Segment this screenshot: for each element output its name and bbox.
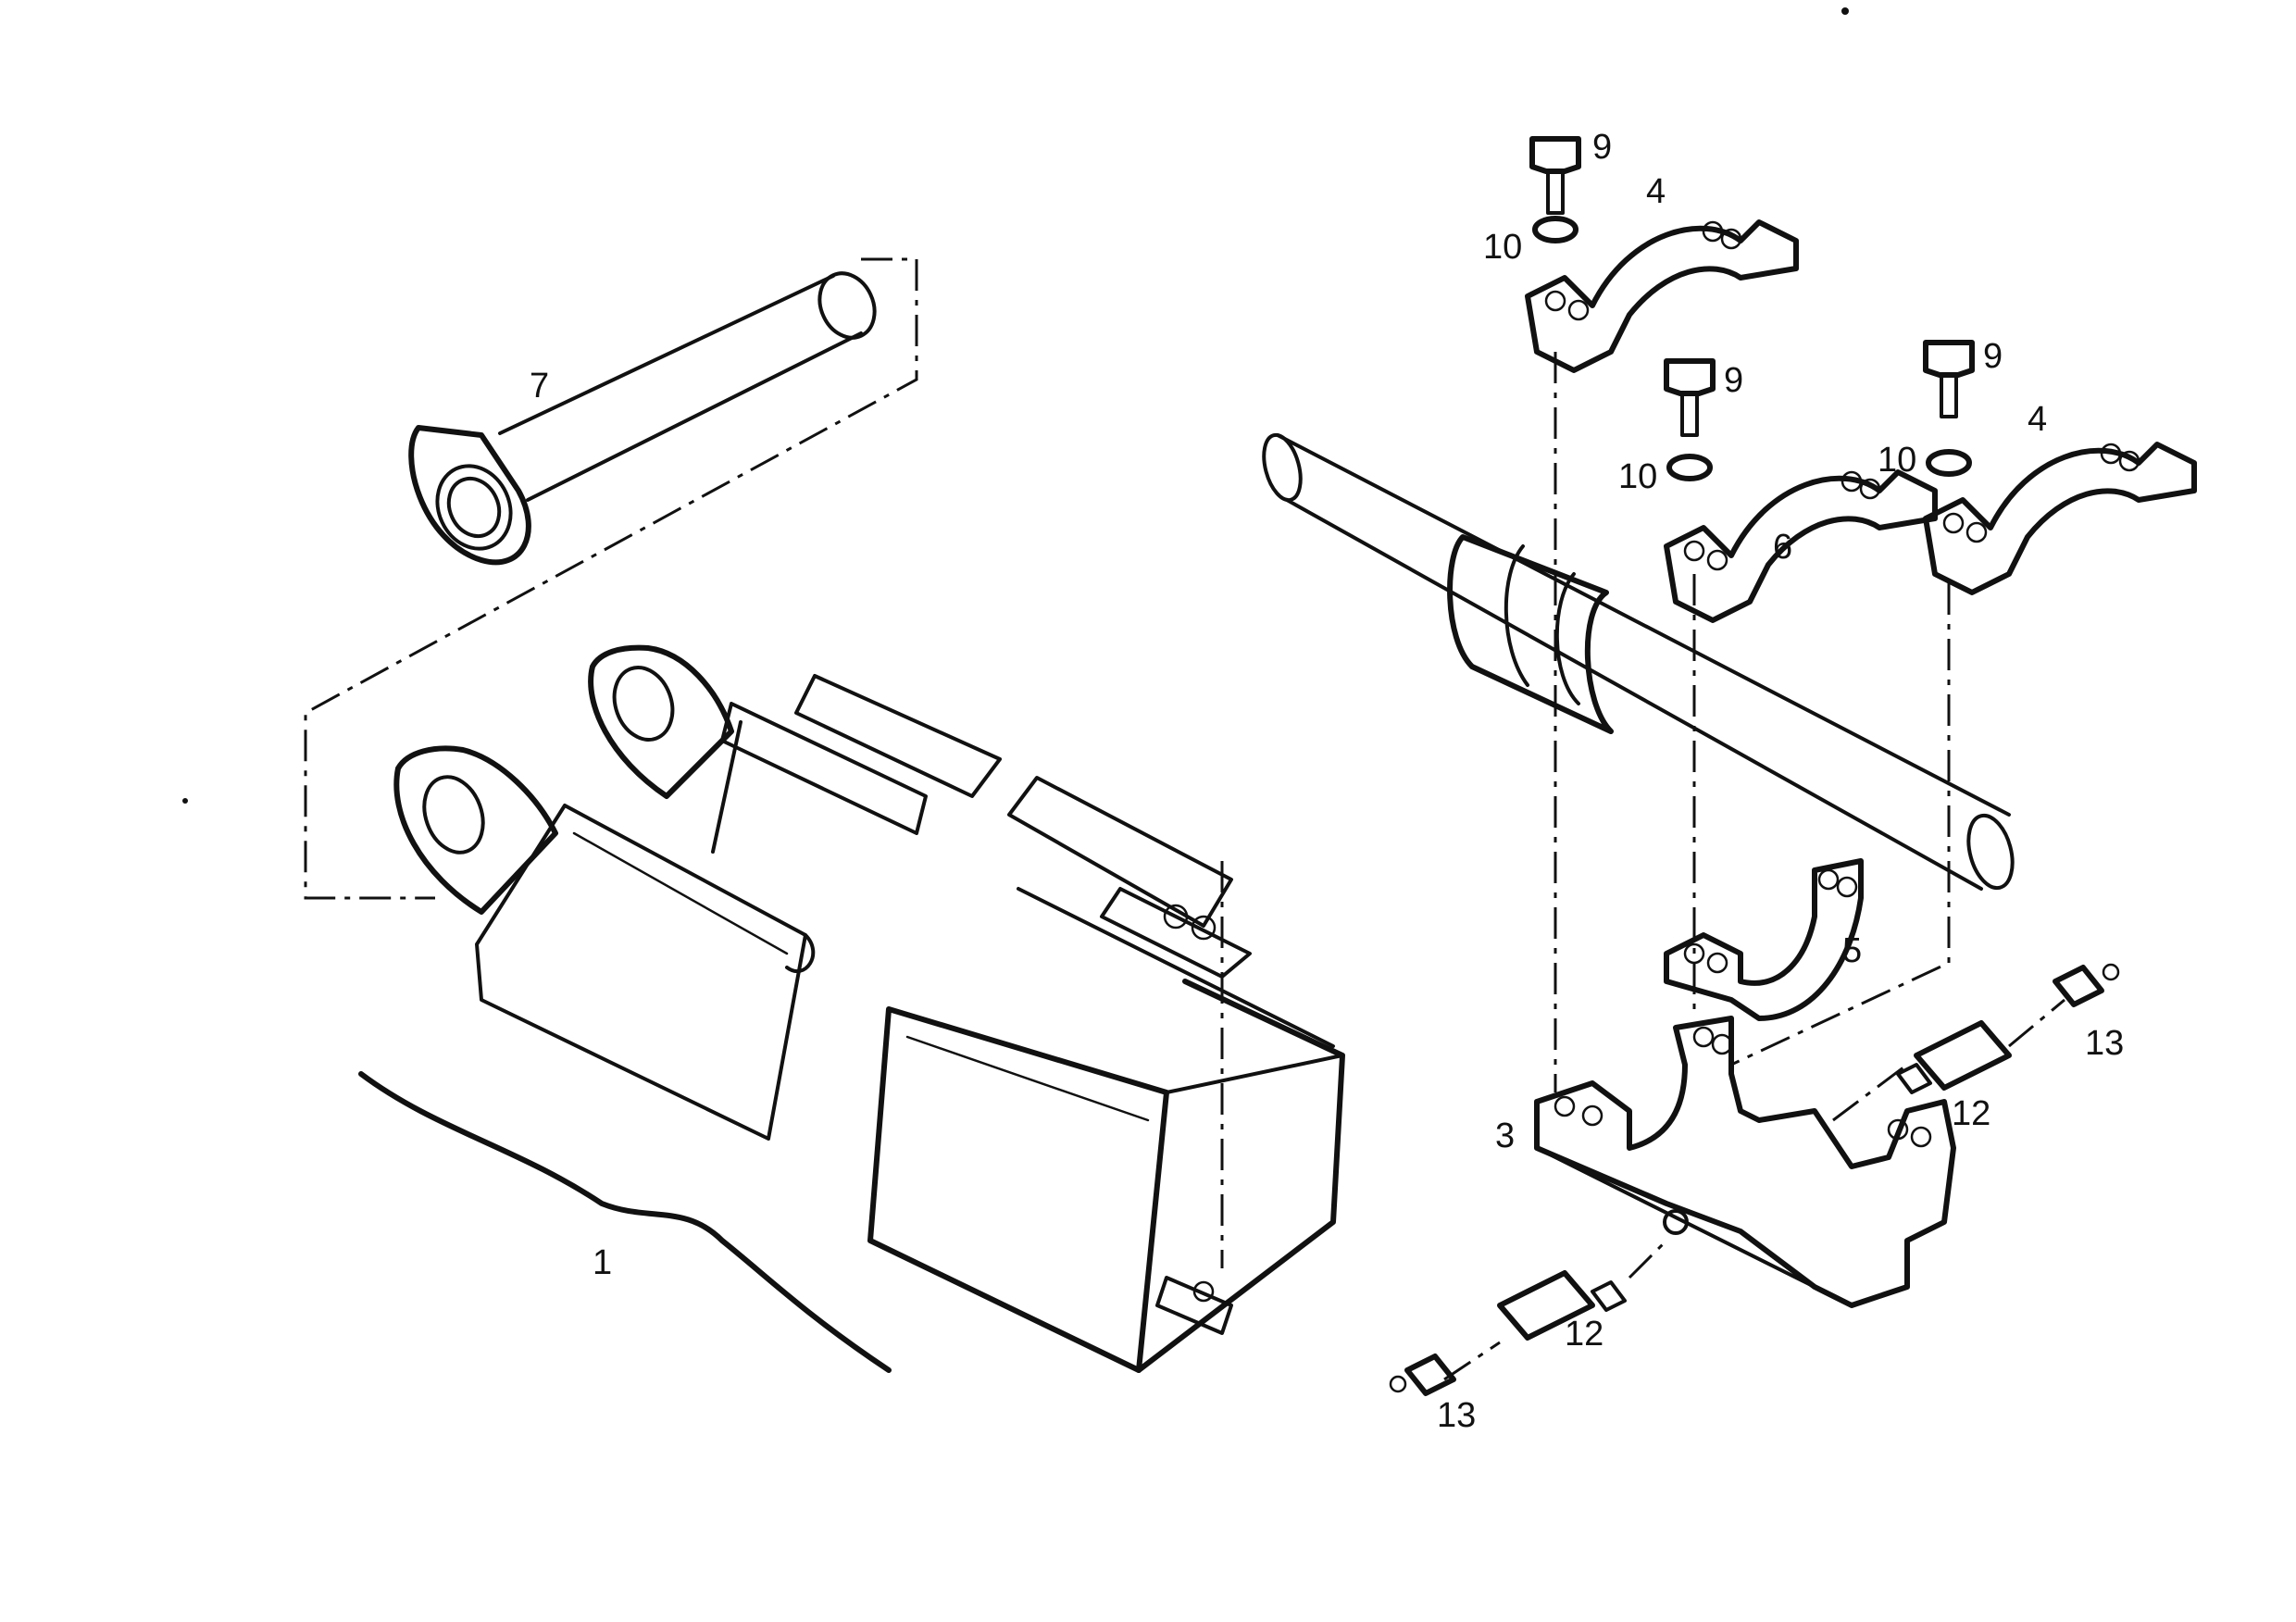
part-13-fitting-right: [2053, 963, 2120, 1007]
part-7-alignment-line: [304, 257, 918, 900]
callout-10-left: 10: [1483, 228, 1523, 267]
part-13-fitting-left: [1389, 1354, 1456, 1396]
callout-13-right: 13: [2085, 1024, 2125, 1063]
stray-dot: [1841, 7, 1849, 15]
part-9-screw-left: [1529, 136, 1581, 215]
callout-6: 6: [1773, 528, 1793, 567]
callout-1: 1: [593, 1243, 613, 1282]
callout-10-right: 10: [1878, 441, 1917, 480]
part-12-spacer-right: [1896, 1020, 2012, 1094]
part-4-clamp-cap-right: [1923, 442, 2197, 595]
callout-9-left: 9: [1592, 128, 1613, 167]
callout-5: 5: [1842, 931, 1863, 970]
part-10-washer-right: [1926, 449, 1972, 477]
callout-3: 3: [1495, 1117, 1516, 1155]
stray-dot: [182, 798, 188, 804]
alignment-lines: [1443, 352, 2065, 1381]
part-10-washer-middle: [1666, 454, 1713, 481]
part-9-screw-middle: [1664, 358, 1716, 437]
callout-10-middle: 10: [1618, 457, 1658, 496]
callout-7: 7: [530, 367, 550, 406]
callout-9-middle: 9: [1724, 361, 1744, 400]
callout-12-left: 12: [1565, 1315, 1604, 1354]
part-12-spacer-left: [1497, 1270, 1627, 1341]
part-5-clamp-half: [1664, 858, 1864, 1021]
part-6-clamp-cap: [1664, 469, 1938, 623]
callout-13-left: 13: [1437, 1396, 1477, 1435]
part-10-washer-left: [1532, 216, 1578, 243]
part-9-screw-right: [1923, 340, 1975, 418]
callout-9-right: 9: [1983, 337, 2003, 376]
part-7-pivot-pin: [408, 271, 877, 566]
part-4-clamp-cap-left: [1525, 219, 1799, 373]
main-tube: [1262, 432, 2015, 891]
callout-12-right: 12: [1952, 1094, 1991, 1133]
callout-4-left: 4: [1646, 172, 1666, 211]
part-1-frame: [358, 644, 1345, 1373]
callout-4-right: 4: [2028, 400, 2048, 439]
part-3-base-block: [1534, 1016, 1956, 1308]
